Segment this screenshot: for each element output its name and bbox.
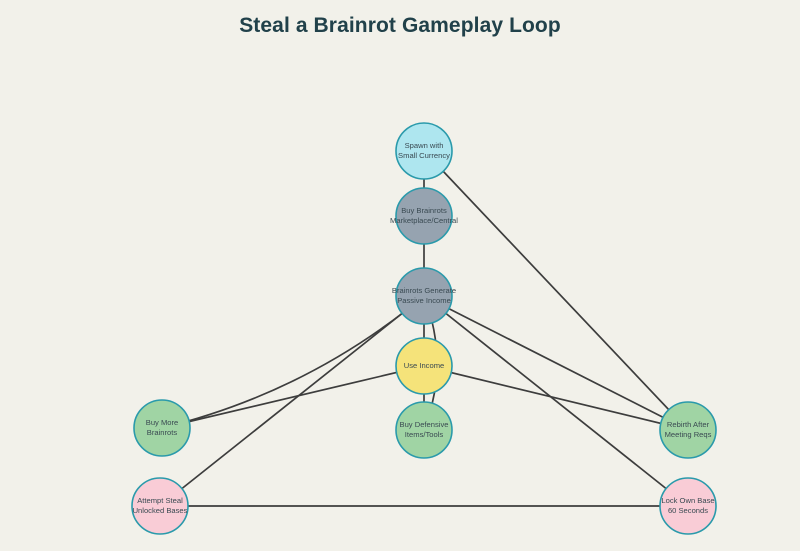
node-circle-buy_more[interactable] [133,399,191,457]
graph-edge [423,365,689,431]
graph-node-use_income[interactable]: Use Income [395,337,453,395]
graph-edge [161,365,425,429]
node-circle-lock_base[interactable] [659,477,717,535]
graph-edge [161,295,425,429]
node-circle-buy_brainrots[interactable] [395,187,453,245]
node-circle-defensive[interactable] [395,401,453,459]
node-circle-passive_income[interactable] [395,267,453,325]
graph-edge [423,295,689,507]
page-title: Steal a Brainrot Gameplay Loop [239,14,561,37]
graph-edge [423,150,689,431]
node-circle-spawn[interactable] [395,122,453,180]
node-circle-rebirth[interactable] [659,401,717,459]
node-circle-use_income[interactable] [395,337,453,395]
graph-edge [159,295,425,507]
node-circle-attempt_steal[interactable] [131,477,189,535]
graph-edge [423,295,689,431]
